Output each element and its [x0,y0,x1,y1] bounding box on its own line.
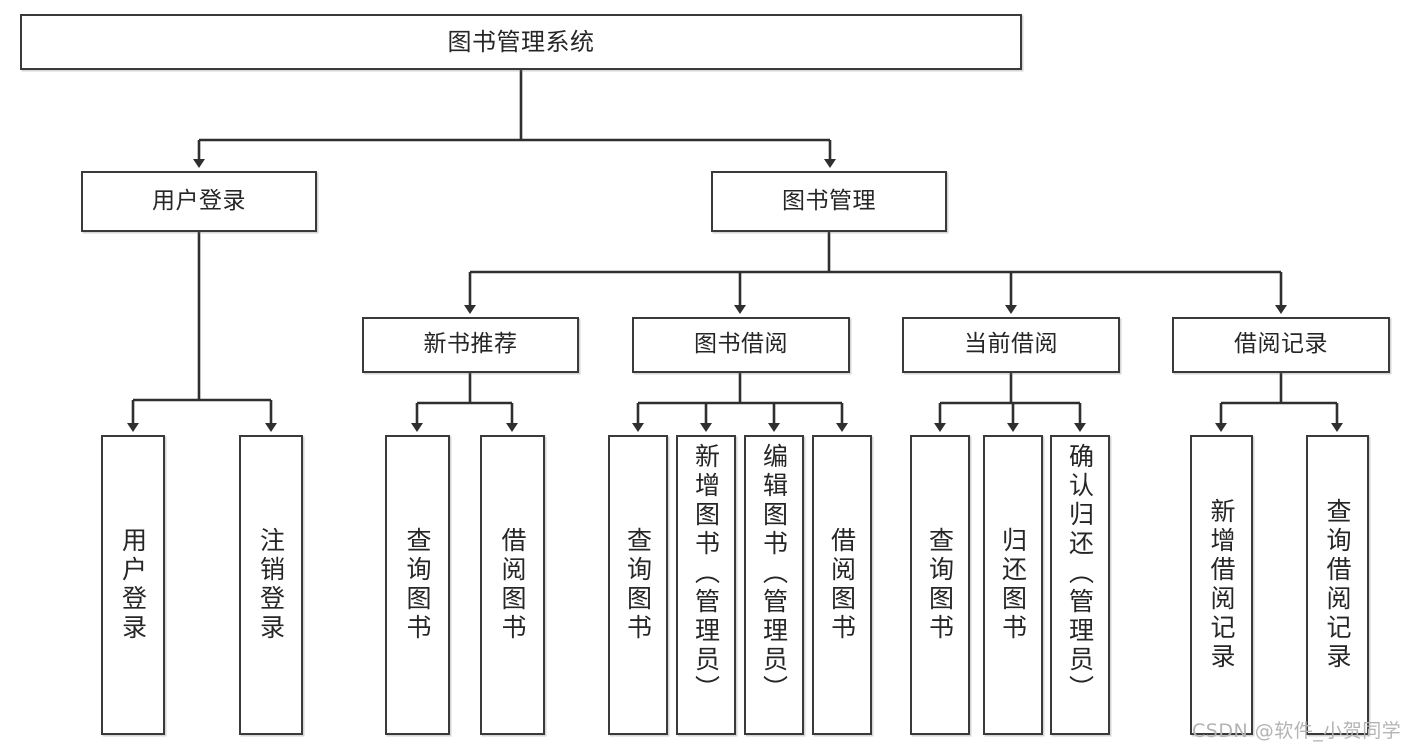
node-leaf-return-book[interactable]: 归还图书 [983,435,1043,735]
watermark: CSDN @软件_小贺同学 [1192,720,1402,742]
node-borrow-record-label: 借阅记录 [1234,331,1328,358]
node-current-borrow-label: 当前借阅 [964,331,1058,358]
node-leaf-user-login[interactable]: 用户登录 [101,435,165,735]
node-leaf-query-book-1-label: 查询图书 [403,527,432,643]
node-new-book-recommend-label: 新书推荐 [423,331,518,358]
node-new-book-recommend[interactable]: 新书推荐 [362,317,579,373]
node-user-login[interactable]: 用户登录 [81,171,317,232]
node-leaf-edit-book[interactable]: 编辑图书（管理员） [744,435,804,735]
node-leaf-edit-book-label: 编辑图书（管理员） [759,443,789,704]
node-leaf-query-book-2[interactable]: 查询图书 [608,435,668,735]
node-leaf-return-book-label: 归还图书 [998,527,1028,643]
node-book-borrow[interactable]: 图书借阅 [632,317,850,373]
node-leaf-borrow-book-1-label: 借阅图书 [498,527,527,643]
node-leaf-borrow-book-2[interactable]: 借阅图书 [812,435,872,735]
node-root[interactable]: 图书管理系统 [20,14,1022,70]
node-current-borrow[interactable]: 当前借阅 [902,317,1120,373]
node-leaf-query-book-3-label: 查询图书 [925,527,955,643]
node-leaf-query-record-label: 查询借阅记录 [1323,498,1352,672]
node-leaf-add-book[interactable]: 新增图书（管理员） [676,435,736,735]
node-leaf-confirm-return-label: 确认归还（管理员） [1065,443,1095,704]
node-leaf-query-book-1[interactable]: 查询图书 [385,435,450,735]
node-leaf-add-record-label: 新增借阅记录 [1207,498,1236,672]
node-book-manage[interactable]: 图书管理 [711,171,947,232]
node-leaf-add-book-label: 新增图书（管理员） [691,443,721,704]
node-user-login-label: 用户登录 [152,187,246,214]
node-leaf-confirm-return[interactable]: 确认归还（管理员） [1050,435,1110,735]
node-book-borrow-label: 图书借阅 [694,331,788,358]
node-leaf-borrow-book-1[interactable]: 借阅图书 [480,435,545,735]
node-leaf-query-record[interactable]: 查询借阅记录 [1306,435,1369,735]
node-leaf-add-record[interactable]: 新增借阅记录 [1190,435,1253,735]
node-book-manage-label: 图书管理 [782,187,876,214]
node-leaf-borrow-book-2-label: 借阅图书 [827,527,857,643]
node-leaf-user-login-label: 用户登录 [118,527,148,643]
node-leaf-query-book-2-label: 查询图书 [623,527,653,643]
node-leaf-logout-login-label: 注销登录 [256,527,286,643]
node-leaf-logout-login[interactable]: 注销登录 [239,435,303,735]
node-root-label: 图书管理系统 [447,27,595,56]
node-borrow-record[interactable]: 借阅记录 [1172,317,1390,373]
node-leaf-query-book-3[interactable]: 查询图书 [910,435,970,735]
